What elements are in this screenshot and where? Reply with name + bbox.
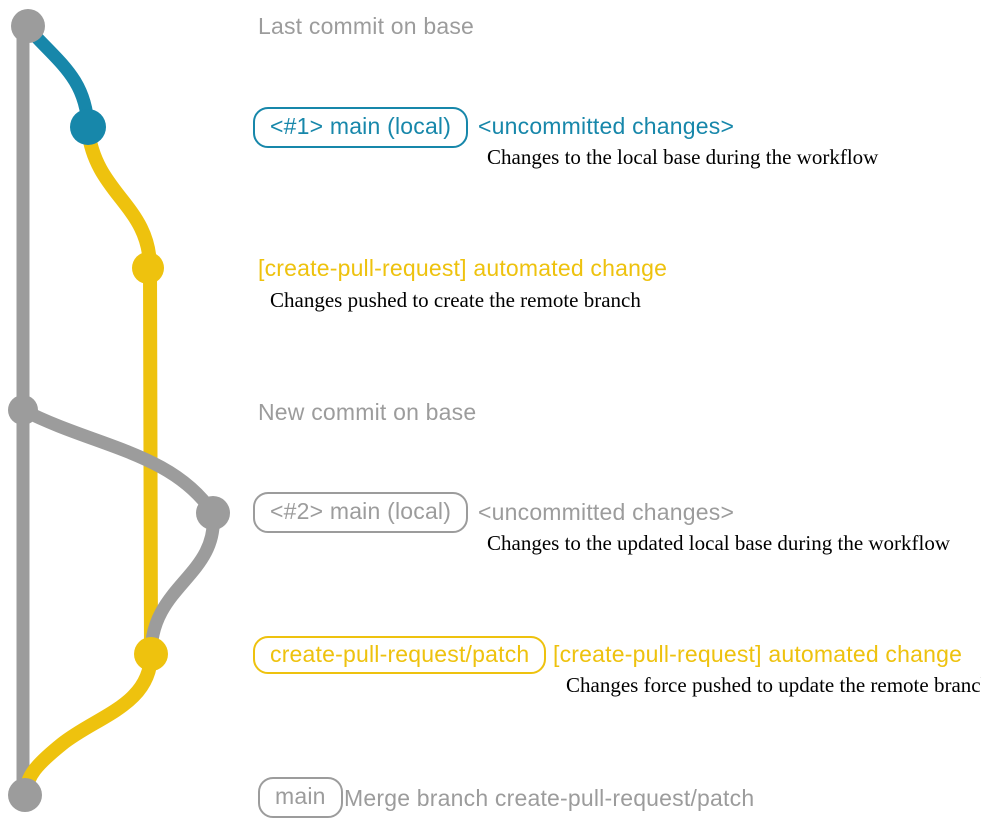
branch-badge-main-local-1: <#1> main (local) bbox=[253, 107, 469, 148]
merge-branch-label: Merge branch create-pull-request/patch bbox=[344, 785, 755, 811]
new-commit-label: New commit on base bbox=[258, 399, 477, 425]
commit-automated-1 bbox=[132, 252, 164, 284]
last-commit-label: Last commit on base bbox=[258, 13, 475, 39]
automated-change-title-2: [create-pull-request] automated change bbox=[553, 641, 963, 667]
automated-change-caption-1: Changes pushed to create the remote bran… bbox=[270, 288, 641, 312]
commit-last-base bbox=[11, 9, 45, 43]
uncommitted-changes-title-2: <uncommitted changes> bbox=[478, 499, 735, 525]
automated-change-caption-2: Changes force pushed to update the remot… bbox=[566, 673, 981, 697]
uncommitted-changes-caption-1: Changes to the local base during the wor… bbox=[487, 145, 879, 169]
rebase-in-curve bbox=[144, 506, 220, 661]
uncommitted-changes-title-1: <uncommitted changes> bbox=[478, 113, 735, 139]
create-pull-request-branch bbox=[19, 123, 159, 799]
branch-badge-create-pull-request-patch: create-pull-request/patch bbox=[253, 636, 547, 674]
commit-merge bbox=[8, 778, 42, 812]
commit-new-base bbox=[8, 395, 38, 425]
automated-change-title-1: [create-pull-request] automated change bbox=[258, 255, 668, 281]
uncommitted-changes-caption-2: Changes to the updated local base during… bbox=[487, 531, 951, 555]
rebase-out-curve bbox=[16, 403, 220, 520]
commit-local-1 bbox=[70, 109, 106, 145]
branch-badge-main-local-2: <#2> main (local) bbox=[253, 492, 469, 533]
commit-local-2 bbox=[196, 496, 230, 530]
git-graph bbox=[8, 9, 230, 812]
commit-automated-2 bbox=[134, 637, 168, 671]
branch-badge-main: main bbox=[258, 777, 343, 818]
